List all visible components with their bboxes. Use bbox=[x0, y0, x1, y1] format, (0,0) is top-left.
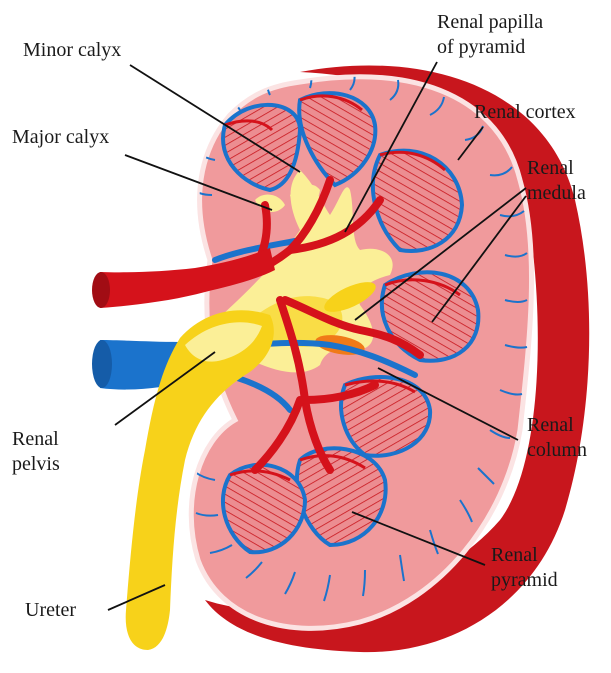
label-minor-calyx-text: Minor calyx bbox=[23, 38, 121, 63]
label-ureter-text: Ureter bbox=[25, 598, 76, 623]
label-renal-column-line2: column bbox=[527, 438, 587, 463]
label-ureter: Ureter bbox=[25, 598, 76, 623]
label-renal-pyramid-line1: Renal bbox=[491, 543, 558, 568]
label-renal-pyramid-line2: pyramid bbox=[491, 568, 558, 593]
label-renal-column-line1: Renal bbox=[527, 413, 587, 438]
label-major-calyx: Major calyx bbox=[12, 125, 109, 150]
label-renal-papilla-line2: of pyramid bbox=[437, 35, 543, 60]
label-renal-column: Renal column bbox=[527, 413, 587, 463]
label-minor-calyx: Minor calyx bbox=[23, 38, 121, 63]
label-renal-papilla: Renal papilla of pyramid bbox=[437, 10, 543, 60]
label-major-calyx-text: Major calyx bbox=[12, 125, 109, 150]
label-renal-pyramid: Renal pyramid bbox=[491, 543, 558, 593]
label-renal-medula-line2: medula bbox=[527, 181, 586, 206]
label-renal-pelvis: Renal pelvis bbox=[12, 427, 60, 477]
label-renal-cortex-text: Renal cortex bbox=[474, 100, 576, 125]
label-renal-pelvis-line1: Renal bbox=[12, 427, 60, 452]
label-renal-pelvis-line2: pelvis bbox=[12, 452, 60, 477]
label-renal-medula: Renal medula bbox=[527, 156, 586, 206]
label-renal-papilla-line1: Renal papilla bbox=[437, 10, 543, 35]
label-renal-medula-line1: Renal bbox=[527, 156, 586, 181]
label-renal-cortex: Renal cortex bbox=[474, 100, 576, 125]
